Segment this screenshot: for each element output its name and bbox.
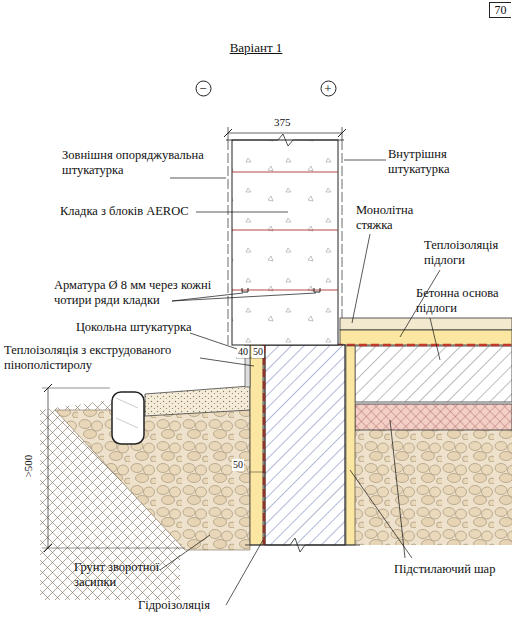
dimension-label: >500 xyxy=(22,454,34,479)
callout-label: Внутрішня штукатурка xyxy=(388,147,503,177)
callout-label: Грунт зворотної засипки xyxy=(74,560,186,590)
dimension-label: 40 xyxy=(237,346,249,358)
sign-circle: + xyxy=(320,80,337,97)
callout-label: Теплоізоляція з екструдованого пінополіс… xyxy=(4,343,200,373)
node-text: 70 xyxy=(490,4,511,16)
dimension-label: 50 xyxy=(252,346,264,358)
callout-label: Бетонна основа підлоги xyxy=(416,286,508,316)
dimension-label: 375 xyxy=(273,116,292,128)
drawing-title: Варіант 1 xyxy=(230,40,283,56)
callout-label: Теплоізоляція підлоги xyxy=(424,238,510,268)
node-text: + xyxy=(320,82,337,95)
dimension-label: 50 xyxy=(232,459,244,471)
callout-label: Підстилаючий шар xyxy=(394,562,504,577)
sign-circle: − xyxy=(195,80,212,97)
callout-label: Зовнішня опоряджувальна штукатурка xyxy=(62,148,212,178)
page-number-box: 70 xyxy=(489,2,511,18)
callout-label: Монолітна стяжка xyxy=(356,203,446,233)
callout-label: Кладка з блоків AEROC xyxy=(60,204,189,219)
callout-label: Арматура Ø 8 мм через кожні чотири ряди … xyxy=(54,278,239,308)
callout-label: Цокольна штукатурка xyxy=(76,320,191,335)
callout-label: Гідроізоляція xyxy=(138,598,210,613)
node-text: − xyxy=(195,82,212,95)
